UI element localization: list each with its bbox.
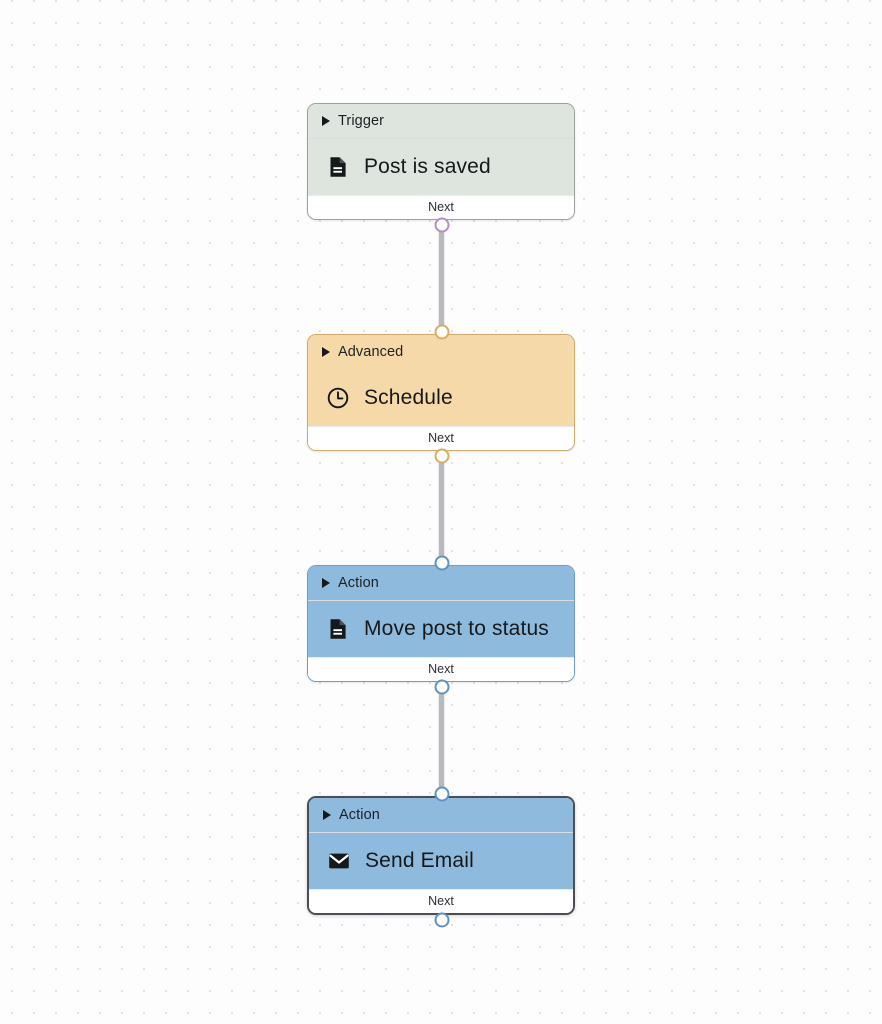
node-title: Move post to status [364,617,549,641]
node-title: Send Email [365,849,474,873]
node-header[interactable]: Action [309,798,573,832]
node-body[interactable]: Post is saved [308,139,574,195]
envelope-icon [329,853,349,869]
node-category-label: Trigger [338,113,385,129]
node-footer-next[interactable]: Next [308,195,574,219]
node-footer-next[interactable]: Next [308,657,574,681]
node-title: Post is saved [364,155,491,179]
node-title: Schedule [364,386,453,410]
node-advanced-schedule[interactable]: Advanced Schedule Next [307,334,575,451]
node-category-label: Action [338,575,379,591]
input-port-send-email[interactable] [434,786,449,802]
input-port-advanced[interactable] [434,324,449,340]
node-body[interactable]: Send Email [309,833,573,889]
node-category-label: Advanced [338,344,404,360]
output-port-trigger[interactable] [434,217,449,233]
node-divider [309,832,573,833]
output-port-send-email[interactable] [434,912,449,928]
node-footer-next[interactable]: Next [308,426,574,450]
chevron-right-icon[interactable] [322,347,330,357]
node-category-label: Action [339,807,380,823]
document-icon [330,157,346,177]
clock-icon [327,387,349,409]
node-footer-next[interactable]: Next [309,889,573,913]
output-port-advanced[interactable] [434,448,449,464]
node-divider [308,138,574,139]
node-action-send-email[interactable]: Action Send Email Next [307,796,575,915]
output-port-move-post[interactable] [434,679,449,695]
node-action-move-post-to-status[interactable]: Action Move post to status Next [307,565,575,682]
node-divider [308,600,574,601]
node-divider [308,369,574,370]
document-icon [330,619,346,639]
node-trigger-post-is-saved[interactable]: Trigger Post is saved Next [307,103,575,220]
input-port-move-post[interactable] [434,555,449,571]
node-header[interactable]: Advanced [308,335,574,369]
chevron-right-icon[interactable] [323,810,331,820]
node-header[interactable]: Action [308,566,574,600]
chevron-right-icon[interactable] [322,578,330,588]
node-body[interactable]: Schedule [308,370,574,426]
chevron-right-icon[interactable] [322,116,330,126]
node-header[interactable]: Trigger [308,104,574,138]
node-body[interactable]: Move post to status [308,601,574,657]
